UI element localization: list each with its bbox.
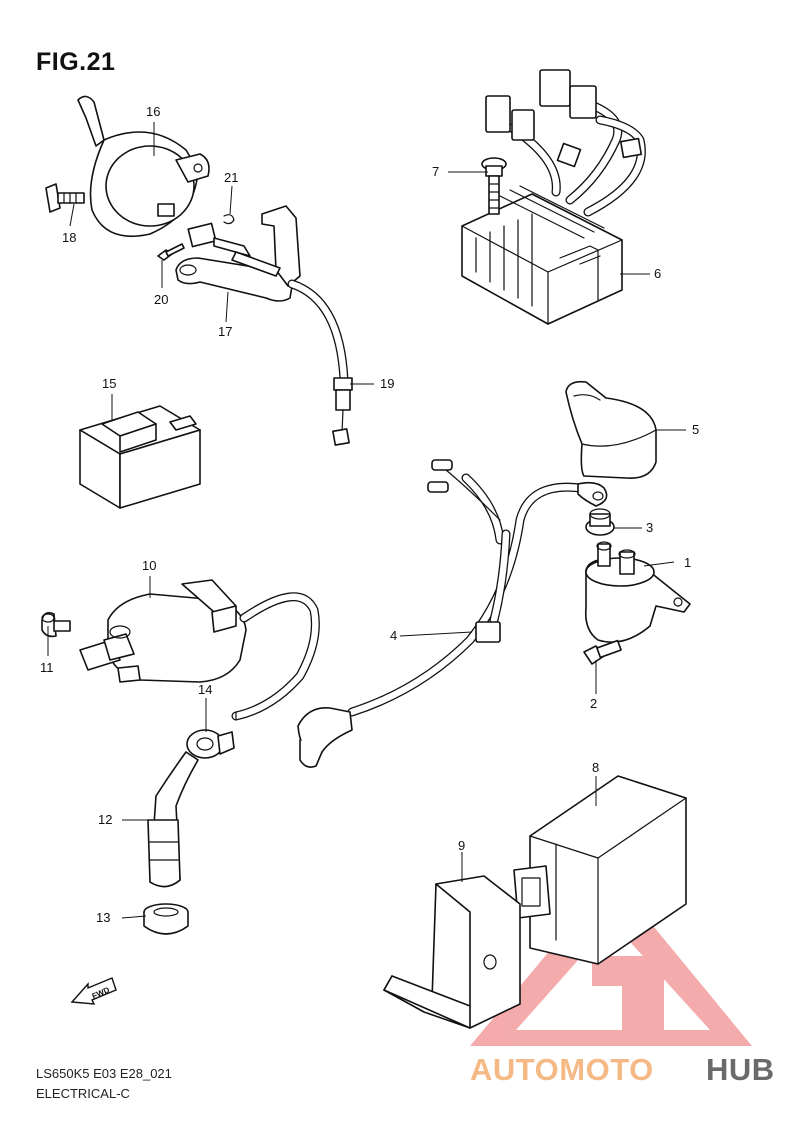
part-11-bolt: [41, 612, 71, 638]
callout-12: 12: [98, 812, 112, 827]
part-13-ring: [143, 903, 189, 935]
watermark-triangle-logo: [470, 876, 752, 1046]
part-8-cdi-unit: [513, 775, 687, 965]
section-label: ELECTRICAL-C: [36, 1086, 130, 1101]
ignition-high-tension-lead: [231, 592, 320, 721]
callout-11: 11: [40, 660, 54, 675]
watermark-text-part2: HUB: [706, 1052, 775, 1087]
part-21-clip: [223, 214, 235, 225]
part-15-relay: [79, 405, 201, 509]
part-9-cdi-bracket: [383, 875, 521, 1029]
part-12-spark-plug-cap: [147, 751, 199, 888]
watermark-text-part1: AUTOMOTO: [470, 1052, 654, 1087]
callout-16: 16: [146, 104, 160, 119]
callout-10: 10: [142, 558, 156, 573]
part-4-starter-cable: [297, 459, 608, 768]
callout-20: 20: [154, 292, 168, 307]
callout-8: 8: [592, 760, 599, 775]
part-2-bolt: [583, 639, 622, 665]
callout-21: 21: [224, 170, 238, 185]
part-10-ignition-coil: [79, 579, 247, 683]
callout-7: 7: [432, 164, 439, 179]
callout-15: 15: [102, 376, 116, 391]
part-17-bracket: [175, 205, 301, 302]
part-5-rubber-cap: [565, 380, 657, 479]
callout-9: 9: [458, 838, 465, 853]
callout-3: 3: [646, 520, 653, 535]
callout-19: 19: [380, 376, 394, 391]
part-16-pickup-coil: [77, 95, 210, 238]
callout-14: 14: [198, 682, 212, 697]
regulator-wire-harness: [485, 69, 646, 217]
callout-18: 18: [62, 230, 76, 245]
callout-13: 13: [96, 910, 110, 925]
part-6-regulator-rectifier: [461, 185, 623, 325]
part-20-screw: [157, 243, 185, 261]
part-1-starter-relay: [584, 541, 691, 643]
part-19-sensor-cable: [287, 279, 353, 446]
callout-5: 5: [692, 422, 699, 437]
callout-4: 4: [390, 628, 397, 643]
model-code-label: LS650K5 E03 E28_021: [36, 1066, 172, 1081]
callout-6: 6: [654, 266, 661, 281]
part-14-seal: [186, 729, 235, 759]
callout-1: 1: [684, 555, 691, 570]
callout-17: 17: [218, 324, 232, 339]
fwd-arrow-indicator: FWD: [70, 977, 117, 1005]
callout-numbers: 1 2 3 4 5 6 7 8 9 10 11 12 13 14 15 16 1…: [40, 104, 699, 925]
figure-title: FIG.21: [36, 48, 116, 76]
callout-leader-lines: [47, 122, 686, 919]
part-3-nut: [585, 508, 615, 536]
watermark-text: AUTOMOTO HUB: [470, 1052, 775, 1087]
part-7-bolt: [481, 157, 507, 215]
part-18-bolt: [45, 183, 85, 213]
callout-2: 2: [590, 696, 597, 711]
